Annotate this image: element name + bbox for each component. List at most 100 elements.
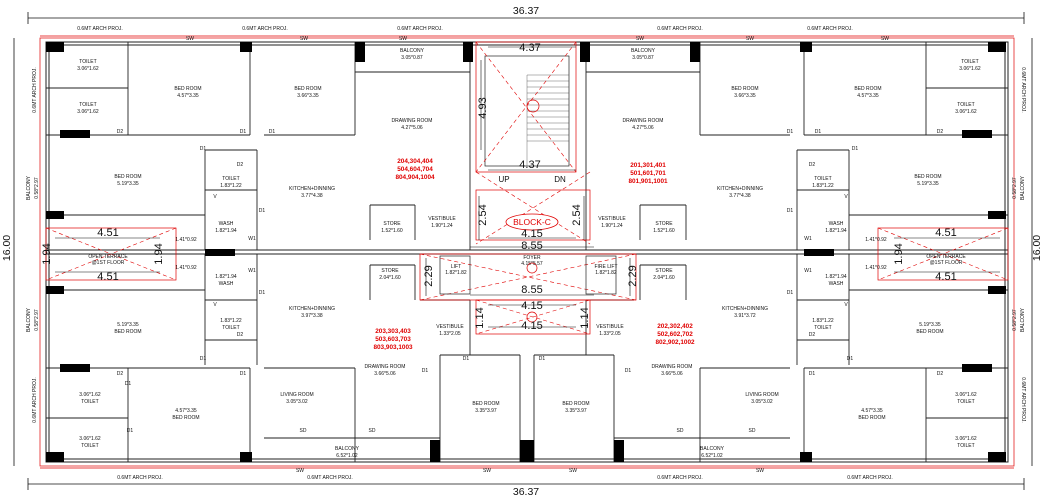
sw-label: SW: [881, 36, 889, 42]
lift-lobby-dim: 4.15: [521, 228, 542, 240]
door-tag: D1: [625, 368, 632, 374]
arch-proj-label: 0.6MT ARCH PROJ.: [32, 377, 38, 422]
arch-proj-label: 0.6MT ARCH PROJ.: [1020, 377, 1026, 422]
height-total-label-right: 16.00: [1031, 235, 1043, 261]
bed-room-size: 3.35*3.97: [475, 408, 497, 414]
kitchen-label: KITCHEN+DINNING: [289, 306, 335, 312]
stair-down-label: DN: [554, 175, 566, 184]
bed-room-size: 3.66*3.35: [734, 93, 756, 99]
toilet-size: 3.06*1.62: [955, 109, 977, 115]
bed-room-size: 4.57*3.35: [177, 93, 199, 99]
room-labels-top-right: TOILET 3.06*1.62 TOILET 3.06*1.62 BED RO…: [598, 48, 1026, 243]
drawing-room-label: DRAWING ROOM: [392, 118, 433, 124]
balcony-vertical-size: 0.58*2.97: [1012, 309, 1018, 331]
balcony-vertical-size: 0.58*2.97: [34, 177, 40, 199]
drawing-room-size: 3.66*5.06: [374, 371, 396, 377]
door-tag: D1: [259, 208, 266, 214]
balcony-vertical-size: 0.58*2.97: [1012, 177, 1018, 199]
door-tag: D1: [815, 129, 822, 135]
balcony-vertical: BALCONY: [1020, 307, 1026, 332]
bed-room-label: BED ROOM: [114, 329, 141, 335]
bed-room-label: BED ROOM: [172, 415, 199, 421]
unit-number: 503,603,703: [375, 336, 411, 343]
toilet-label: TOILET: [79, 102, 96, 108]
toilet-size: 1.83*1.22: [812, 183, 834, 189]
toilet-label: TOILET: [957, 102, 974, 108]
side-dim: 1.41*0.92: [175, 265, 197, 271]
toilet-label: TOILET: [79, 59, 96, 65]
toilet-label: TOILET: [957, 443, 974, 449]
unit-number: 504,604,704: [397, 166, 433, 173]
wash-label: WASH: [829, 221, 844, 227]
bed-room-label: BED ROOM: [294, 86, 321, 92]
arch-proj-label: 0.6MT ARCH PROJ.: [32, 67, 38, 112]
door-tag: V: [844, 302, 848, 308]
door-tag: W1: [248, 236, 256, 242]
lobby-depth-dim: 2.29: [423, 265, 435, 286]
sd-label: SD: [749, 428, 756, 434]
toilet-size: 1.83*1.22: [220, 183, 242, 189]
bed-room-size: 4.57*3.35: [175, 408, 197, 414]
bed-room-label: BED ROOM: [174, 86, 201, 92]
fire-lift-label: FIRE LIFT: [594, 264, 617, 270]
door-tag: D1: [809, 371, 816, 377]
bed-room-size: 5.19*3.35: [917, 181, 939, 187]
unit-number: 804,904,1004: [395, 174, 435, 181]
foyer-size: 4.15*5.57: [521, 261, 543, 267]
unit-numbers-bottom-right: 202,302,402 502,602,702 802,902,1002: [655, 323, 695, 346]
stair-width-dim-2: 4.37: [519, 159, 540, 171]
door-tag: D1: [852, 146, 859, 152]
terrace-width-dim-4: 4.51: [935, 271, 956, 283]
unit-numbers-top-left: 204,304,404 504,604,704 804,904,1004: [395, 158, 435, 181]
drawing-room-size: 4.27*5.06: [401, 125, 423, 131]
room-labels-top-left: TOILET 3.06*1.62 TOILET 3.06*1.62 BED RO…: [26, 48, 456, 243]
vestibule-size: 1.90*1.24: [601, 223, 623, 229]
door-tag: D1: [787, 290, 794, 296]
toilet-size: 3.06*1.62: [959, 66, 981, 72]
toilet-label: TOILET: [814, 325, 831, 331]
door-tag: D2: [237, 332, 244, 338]
living-room-size: 3.05*3.02: [751, 399, 773, 405]
kitchen-size: 3.91*3.72: [734, 313, 756, 319]
bed-room-label: BED ROOM: [562, 401, 589, 407]
wash-size: 1.82*1.94: [215, 274, 237, 280]
bed-room-size: 3.66*3.35: [297, 93, 319, 99]
sw-label: SW: [399, 36, 407, 42]
width-total-label: 36.37: [513, 5, 539, 17]
arch-projection-labels: 0.6MT ARCH PROJ. 0.6MT ARCH PROJ. 0.6MT …: [32, 26, 1026, 481]
sd-label: SD: [300, 428, 307, 434]
sw-label: SW: [300, 36, 308, 42]
balcony-size: 3.05*0.87: [632, 55, 654, 61]
sw-sd-labels: SW SW SW SW SW SW SW SW SW SW SD SD SD S…: [186, 36, 889, 474]
unit-number: 802,902,1002: [655, 339, 695, 346]
door-tag: V: [844, 194, 848, 200]
arch-projection-outline: [39, 35, 1015, 469]
sw-label: SW: [186, 36, 194, 42]
store-label: STORE: [655, 268, 673, 274]
columns: [46, 42, 1006, 462]
balcony-vertical: BALCONY: [1020, 175, 1026, 200]
store-size: 1.52*1.60: [653, 228, 675, 234]
terrace-width-dim: 4.51: [97, 227, 118, 239]
lift-small-dim: 1.14: [474, 307, 486, 328]
balcony-size: 6.52*1.02: [336, 453, 358, 459]
arch-proj-label: 0.6MT ARCH PROJ.: [397, 26, 442, 32]
toilet-size: 1.83*1.22: [812, 318, 834, 324]
toilet-label: TOILET: [957, 399, 974, 405]
store-size: 1.52*1.60: [381, 228, 403, 234]
arch-proj-label: 0.6MT ARCH PROJ.: [657, 475, 702, 481]
unit-number: 501,601,701: [630, 170, 666, 177]
vestibule-size: 1.33*2.05: [439, 331, 461, 337]
open-terrace-floor: @1ST FLOOR: [92, 260, 125, 266]
bed-room-label: BED ROOM: [114, 174, 141, 180]
drawing-room-label: DRAWING ROOM: [365, 364, 406, 370]
arch-proj-label: 0.6MT ARCH PROJ.: [77, 26, 122, 32]
sd-label: SD: [369, 428, 376, 434]
bed-room-size: 5.19*3.35: [117, 322, 139, 328]
open-terrace-right: 4.51 4.51 1.94 OPEN TERRACE @1ST FLOOR: [877, 227, 1009, 283]
terrace-height-dim: 1.94: [41, 243, 53, 264]
door-tag: D2: [117, 129, 124, 135]
door-tags: D2 D1 D1 D1 D2 D1 W1 W1 D1 D2 D1 D2 D1 D…: [117, 129, 944, 434]
toilet-size: 3.06*1.62: [955, 436, 977, 442]
door-tag: D2: [237, 162, 244, 168]
